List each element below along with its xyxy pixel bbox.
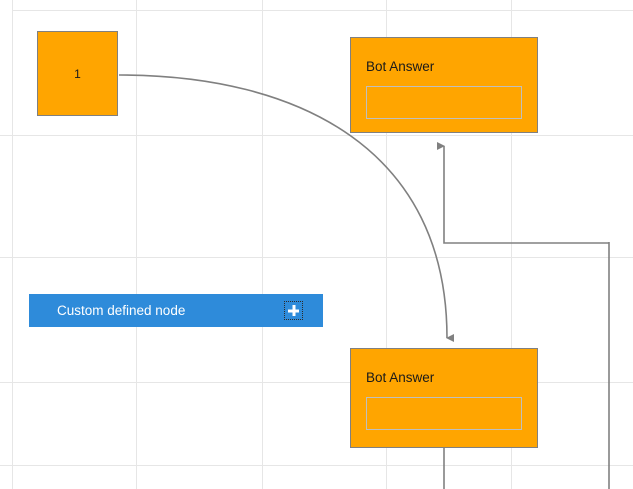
bot-answer-node-bottom[interactable]: Bot Answer	[350, 348, 538, 448]
connector-bot-answer-bottom-to-top[interactable]	[437, 142, 609, 244]
grid-line-vertical	[511, 0, 512, 489]
start-node[interactable]: 1	[37, 31, 118, 116]
grid-line-vertical	[136, 0, 137, 489]
start-node-label: 1	[74, 66, 81, 81]
grid-line-horizontal	[0, 382, 633, 383]
bot-answer-node-top-title: Bot Answer	[366, 59, 435, 74]
grid-line-horizontal	[0, 257, 633, 258]
bot-answer-node-bottom-slot[interactable]	[366, 397, 522, 430]
plus-icon[interactable]	[284, 301, 303, 320]
custom-defined-node[interactable]: Custom defined node	[29, 294, 323, 327]
grid-line-horizontal	[0, 465, 633, 466]
grid-line-vertical	[262, 0, 263, 489]
bot-answer-node-top[interactable]: Bot Answer	[350, 37, 538, 133]
bot-answer-node-bottom-title: Bot Answer	[366, 370, 435, 385]
grid-line-horizontal	[0, 135, 633, 136]
custom-defined-node-label: Custom defined node	[57, 302, 186, 318]
bot-answer-node-top-slot[interactable]	[366, 86, 522, 119]
grid-line-horizontal	[12, 10, 633, 11]
grid-line-vertical	[12, 0, 13, 489]
